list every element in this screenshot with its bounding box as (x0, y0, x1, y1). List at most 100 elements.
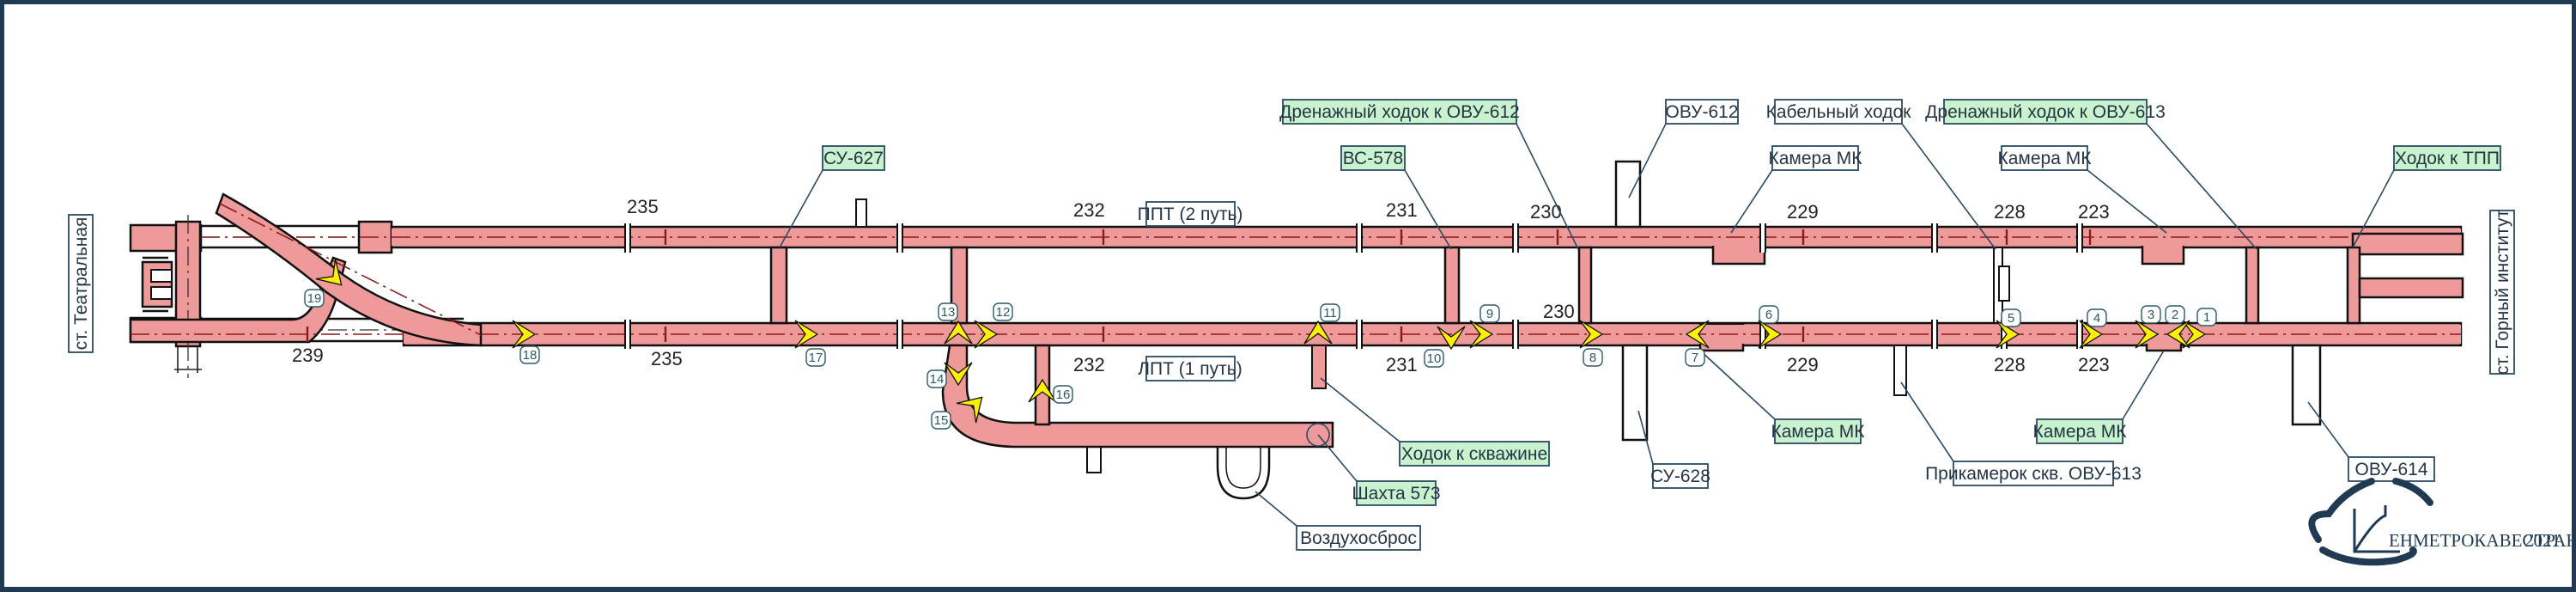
route-arrow (1996, 320, 2020, 349)
svg-text:18: 18 (523, 348, 538, 363)
route-arrow (2166, 320, 2190, 349)
callout-kamera_top1[interactable]: Камера МК (1730, 145, 1863, 234)
route-arrow (956, 396, 983, 424)
callout-text: Камера МК (1998, 149, 2093, 168)
callout-drain612[interactable]: Дренажный ходок к ОВУ-612 (1279, 99, 1579, 250)
leader-line (1320, 377, 1400, 442)
svg-text:1: 1 (2203, 310, 2210, 325)
picket-bottom: 223 (2078, 354, 2110, 375)
route-point-marker: 8 (1583, 348, 1603, 367)
svg-text:ст. Театральная: ст. Театральная (71, 217, 91, 351)
leader-line (779, 169, 823, 248)
leader-line (2307, 401, 2349, 458)
route-point-marker: 1 (2196, 308, 2217, 327)
route-point-marker: 4 (2087, 308, 2107, 327)
callout-text: Ходок к скважине (1401, 444, 1547, 464)
svg-text:2: 2 (2172, 308, 2178, 322)
company-logo: ЕНМЕТРОКАВЕСТРАНС 2021 (2308, 478, 2576, 566)
route-point-marker: 16 (1053, 385, 1073, 404)
callout-text: ОВУ-614 (2354, 460, 2427, 479)
callout-su628[interactable]: СУ-628 (1637, 410, 1710, 489)
svg-text:5: 5 (2008, 311, 2014, 326)
svg-text:15: 15 (934, 413, 949, 428)
svg-text:ППТ (2 путь): ППТ (2 путь) (1138, 204, 1243, 224)
picket-bottom: 239 (292, 345, 324, 366)
svg-text:14: 14 (930, 372, 945, 387)
station-label-left[interactable]: ст. Театральная (68, 214, 94, 353)
leader-line (1699, 350, 1776, 420)
route-arrow (944, 362, 973, 387)
track-label-1: ЛПТ (1 путь) (1138, 356, 1242, 381)
svg-text:16: 16 (1056, 388, 1071, 402)
route-arrow (512, 320, 537, 349)
route-point-marker: 10 (1424, 349, 1444, 368)
leader-line (2087, 169, 2167, 234)
picket-top: 230 (1530, 201, 1562, 223)
track-label-2: ППТ (2 путь) (1138, 201, 1243, 227)
leader-line (2352, 169, 2395, 248)
callout-su627[interactable]: СУ-627 (779, 145, 885, 248)
picket-bottom: 231 (1386, 354, 1418, 375)
route-arrow (974, 320, 999, 349)
picket-top: 229 (1787, 201, 1819, 223)
callout-text: Дренажный ходок к ОВУ-612 (1279, 102, 1520, 122)
route-point-marker: 2 (2165, 305, 2185, 324)
callout-prikamerok[interactable]: Прикамерок скв. ОВУ-613 (1900, 381, 2142, 486)
callout-vs578[interactable]: ВС-578 (1340, 145, 1452, 250)
picket-bottom: 232 (1073, 354, 1105, 375)
svg-text:11: 11 (1323, 306, 1337, 320)
route-point-marker: 13 (938, 302, 958, 321)
tunnel-track-1 (129, 256, 2463, 352)
route-arrow (1469, 320, 1494, 349)
logo-year: 2021 (2524, 530, 2561, 551)
callout-text: Камера МК (1771, 422, 1866, 442)
callout-vozduh[interactable]: Воздухосброс (1255, 491, 1421, 551)
picket-top: 232 (1073, 199, 1105, 221)
callout-ovu614[interactable]: ОВУ-614 (2307, 401, 2435, 482)
route-point-marker: 15 (931, 411, 951, 430)
route-arrow (794, 320, 819, 349)
svg-text:8: 8 (1589, 351, 1596, 365)
leader-line (1516, 123, 1579, 250)
leader-line (1628, 123, 1667, 198)
route-point-marker: 12 (993, 302, 1013, 321)
picket-labels-bottom: 239 235 232 231 230 229 228 223 (292, 301, 2110, 375)
callout-hodok_skv[interactable]: Ходок к скважине (1320, 377, 1550, 467)
callout-shaft573[interactable]: Шахта 573 (1317, 434, 1441, 506)
callout-drain613[interactable]: Дренажный ходок к ОВУ-613 (1925, 99, 2257, 250)
callout-text: ВС-578 (1343, 149, 1404, 168)
route-arrow (1303, 320, 1333, 345)
route-arrow (2182, 320, 2207, 349)
svg-text:10: 10 (1427, 351, 1442, 366)
route-arrow (1685, 320, 1710, 349)
route-arrow (1758, 320, 1783, 349)
svg-text:13: 13 (941, 305, 956, 320)
leader-line (1900, 381, 1954, 462)
picket-labels-top: 235 232 231 230 229 228 223 (627, 196, 2110, 223)
leader-line (1730, 169, 1773, 234)
callout-text: Камера МК (1769, 149, 1863, 168)
station-label-right[interactable]: ст. Горный институт (2489, 210, 2515, 375)
callout-kamera_bot2[interactable]: Камера МК (2033, 350, 2165, 444)
route-point-marker: 9 (1479, 304, 1500, 323)
leader-line (2122, 350, 2165, 420)
callout-kamera_top2[interactable]: Камера МК (1998, 145, 2167, 234)
picket-top: 223 (2078, 201, 2110, 223)
leader-line (1637, 410, 1654, 465)
route-arrow (1437, 326, 1466, 351)
route-arrow (315, 259, 343, 286)
svg-text:ст. Горный институт: ст. Горный институт (2493, 210, 2512, 375)
callout-text: ОВУ-612 (1665, 102, 1738, 122)
picket-top: 228 (1994, 201, 2026, 223)
svg-text:6: 6 (1765, 308, 1772, 322)
leader-line (2146, 123, 2257, 250)
callout-hodok_tpp[interactable]: Ходок к ТПП (2352, 145, 2501, 248)
callout-kamera_bot1[interactable]: Камера МК (1699, 350, 1866, 444)
leader-line (1255, 491, 1297, 527)
callout-cable[interactable]: Кабельный ходок (1766, 99, 1996, 250)
route-point-marker: 19 (304, 289, 325, 308)
callout-ovu612[interactable]: ОВУ-612 (1628, 99, 1739, 198)
